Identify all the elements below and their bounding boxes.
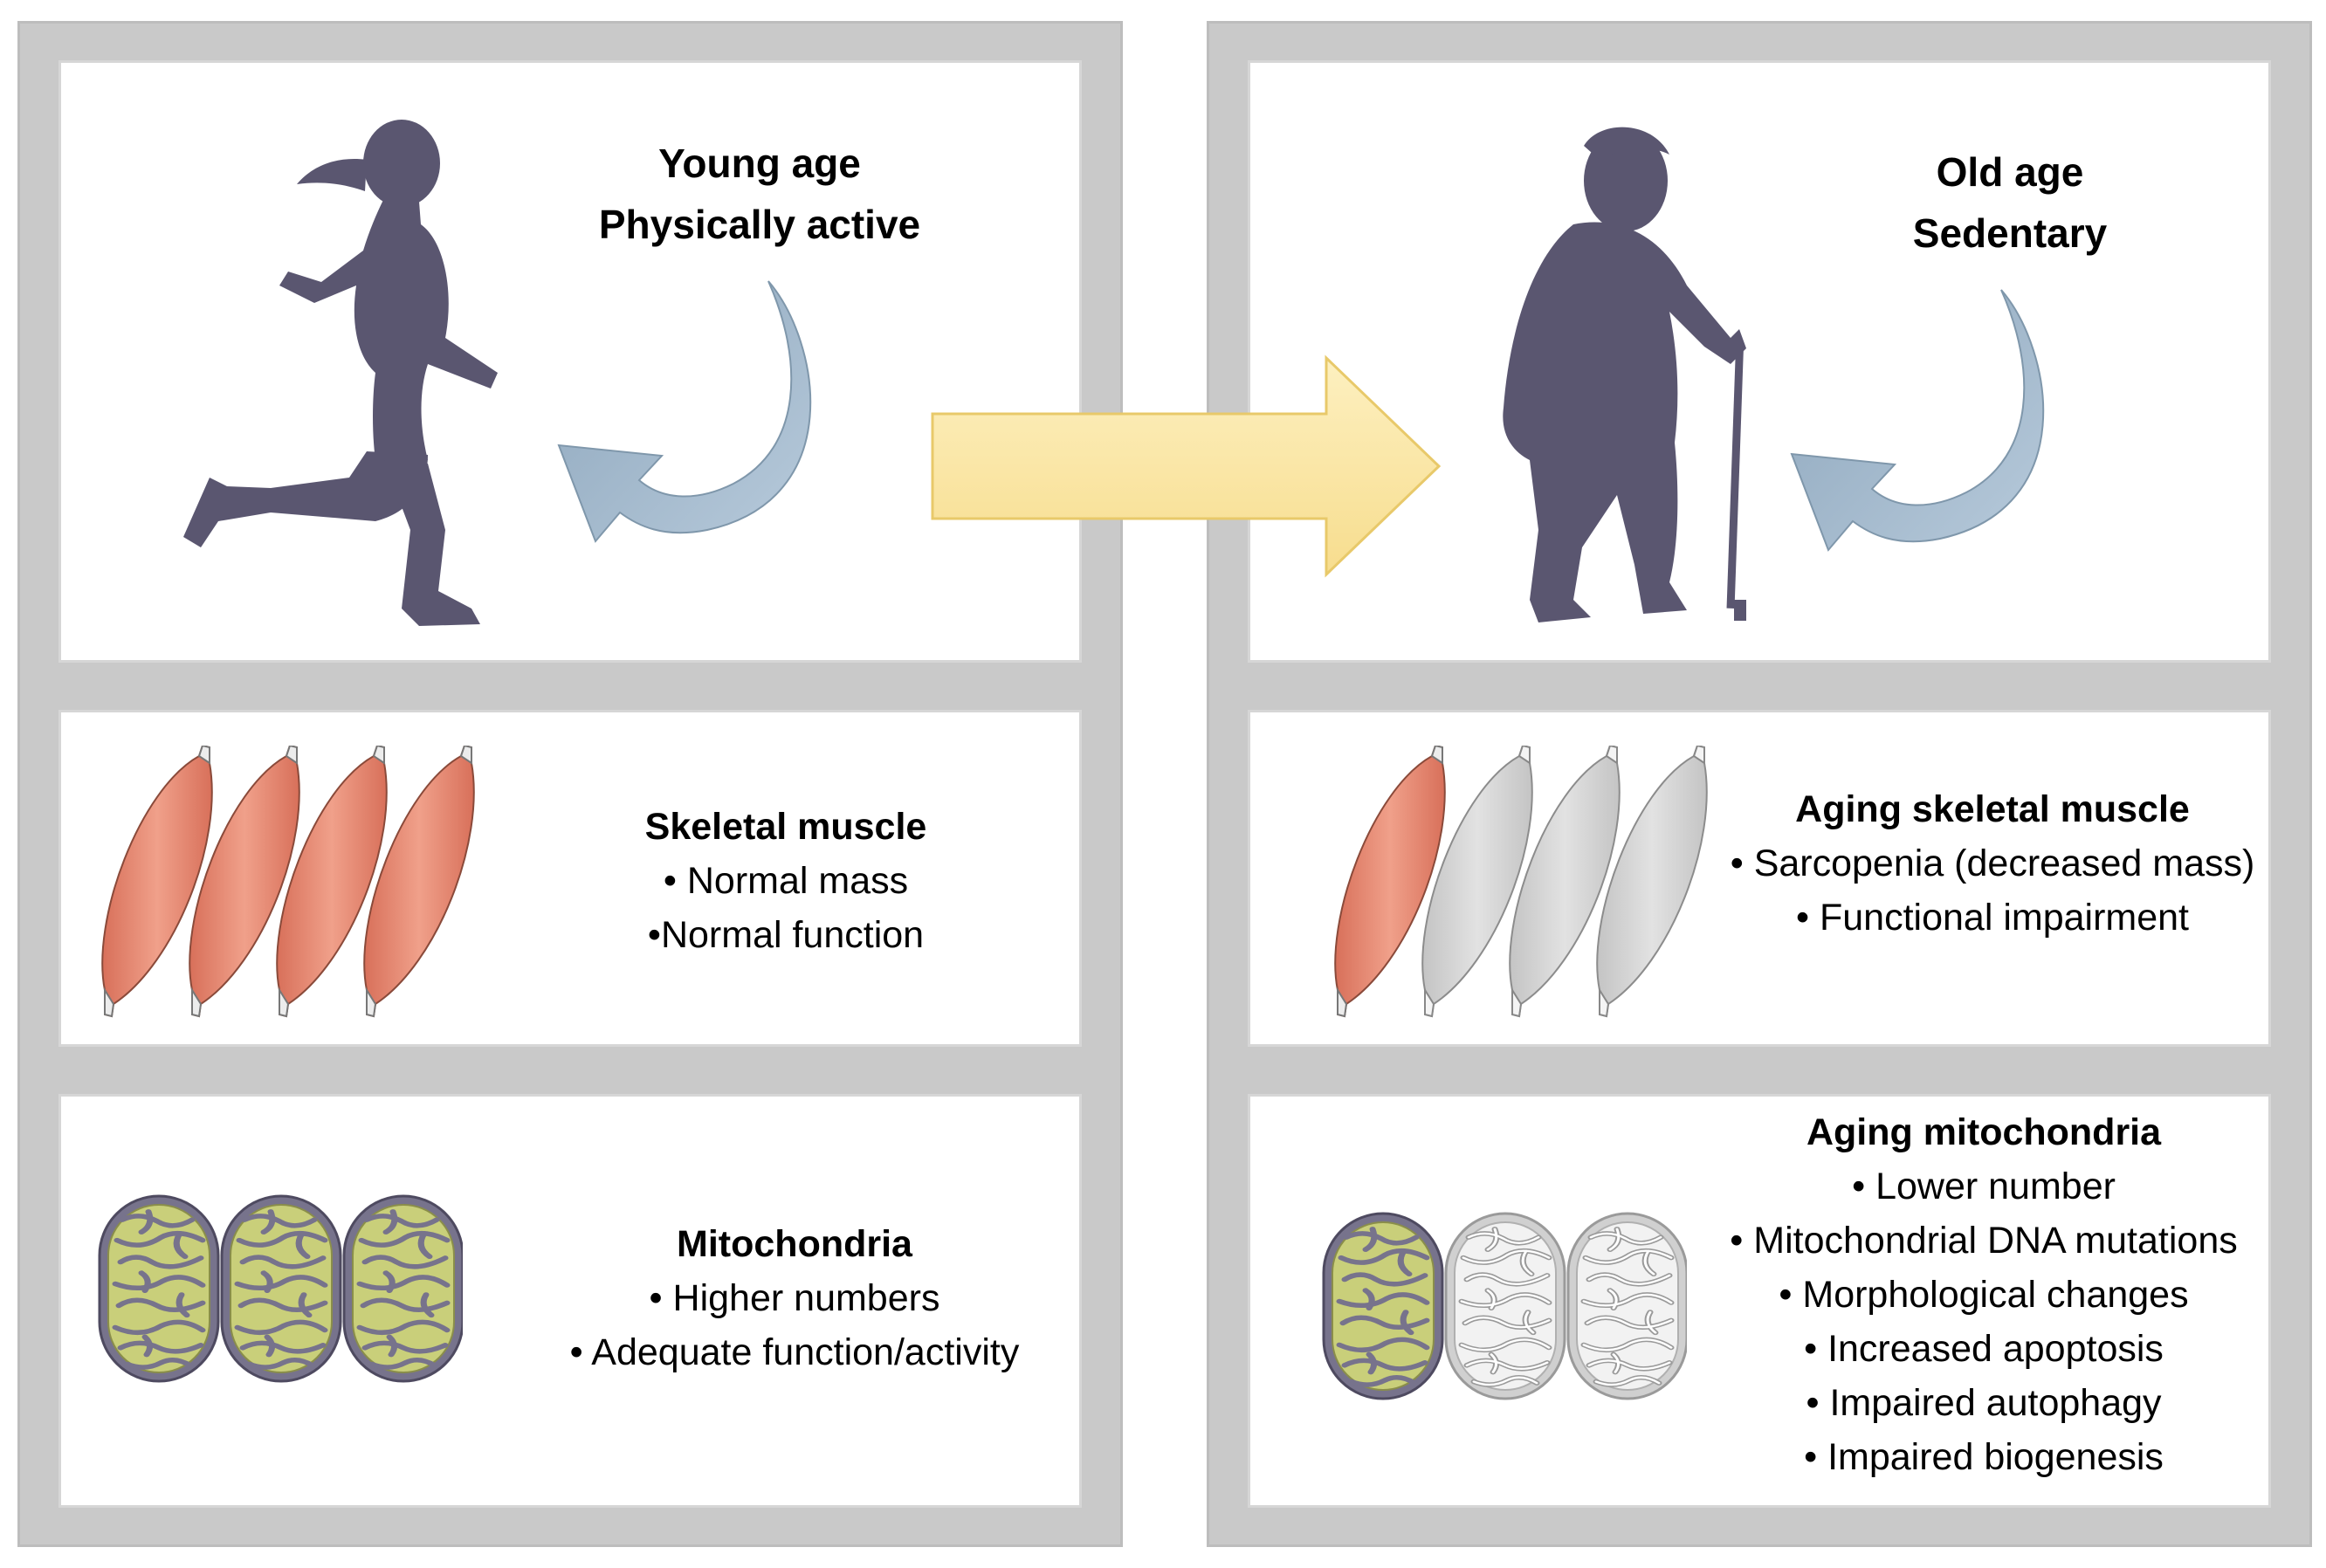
skeletal-muscle-heading: Skeletal muscle [644,806,927,848]
elderly-with-cane-silhouette-icon [1503,127,1746,622]
mitochondria-text: Mitochondria • Higher numbers • Adequate… [533,1217,1056,1379]
skeletal-muscle-panel: Skeletal muscle • Normal mass •Normal fu… [58,710,1082,1047]
old-sedentary-panel: Old age Sedentary [1248,60,2271,663]
list-item: •Normal function [647,914,925,956]
young-active-title: Young age Physically active [598,141,921,247]
aging-skeletal-muscle-heading: Aging skeletal muscle [1795,788,2190,830]
list-item: • Adequate function/activity [569,1331,1020,1373]
curved-arrow-icon [558,280,812,542]
aging-mitochondria-heading: Aging mitochondria [1806,1111,2162,1153]
aging-skeletal-muscle-text: Aging skeletal muscle • Sarcopenia (decr… [1722,782,2263,945]
mitochondrion-icon [96,1193,463,1393]
old-sedentary-title: Old age Sedentary [1912,149,2108,256]
muscle-fiber-icon [1334,746,1708,1017]
list-item: • Impaired autophagy [1806,1382,2162,1424]
list-item: • Functional impairment [1795,897,2189,939]
list-item: • Higher numbers [649,1277,940,1319]
transition-arrow-icon [931,354,1442,578]
list-item: • Morphological changes [1779,1274,2189,1316]
mitochondria-panel: Mitochondria • Higher numbers • Adequate… [58,1094,1082,1508]
list-item: • Normal mass [663,860,909,902]
list-item: • Impaired biogenesis [1804,1436,2164,1478]
list-item: • Sarcopenia (decreased mass) [1730,842,2255,884]
muscle-fiber-icon [101,746,475,1017]
aging-mitochondria-text: Aging mitochondria • Lower number • Mito… [1704,1105,2263,1484]
old-sedentary-column: Old age Sedentary Aging skeletal muscle … [1207,21,2312,1547]
aging-skeletal-muscle-panel: Aging skeletal muscle • Sarcopenia (decr… [1248,710,2271,1047]
mitochondria-heading: Mitochondria [677,1223,912,1265]
young-active-panel: Young age Physically active [58,60,1082,663]
aging-mitochondria-panel: Aging mitochondria • Lower number • Mito… [1248,1094,2271,1508]
runner-silhouette-icon [183,120,498,626]
young-active-column: Young age Physically active Skeletal mus… [17,21,1123,1547]
mitochondrion-icon [1320,1210,1687,1411]
skeletal-muscle-text: Skeletal muscle • Normal mass •Normal fu… [550,800,1022,962]
list-item: • Increased apoptosis [1804,1328,2164,1370]
curved-arrow-icon [1791,289,2045,551]
list-item: • Lower number [1852,1166,2116,1207]
list-item: • Mitochondrial DNA mutations [1730,1220,2238,1262]
